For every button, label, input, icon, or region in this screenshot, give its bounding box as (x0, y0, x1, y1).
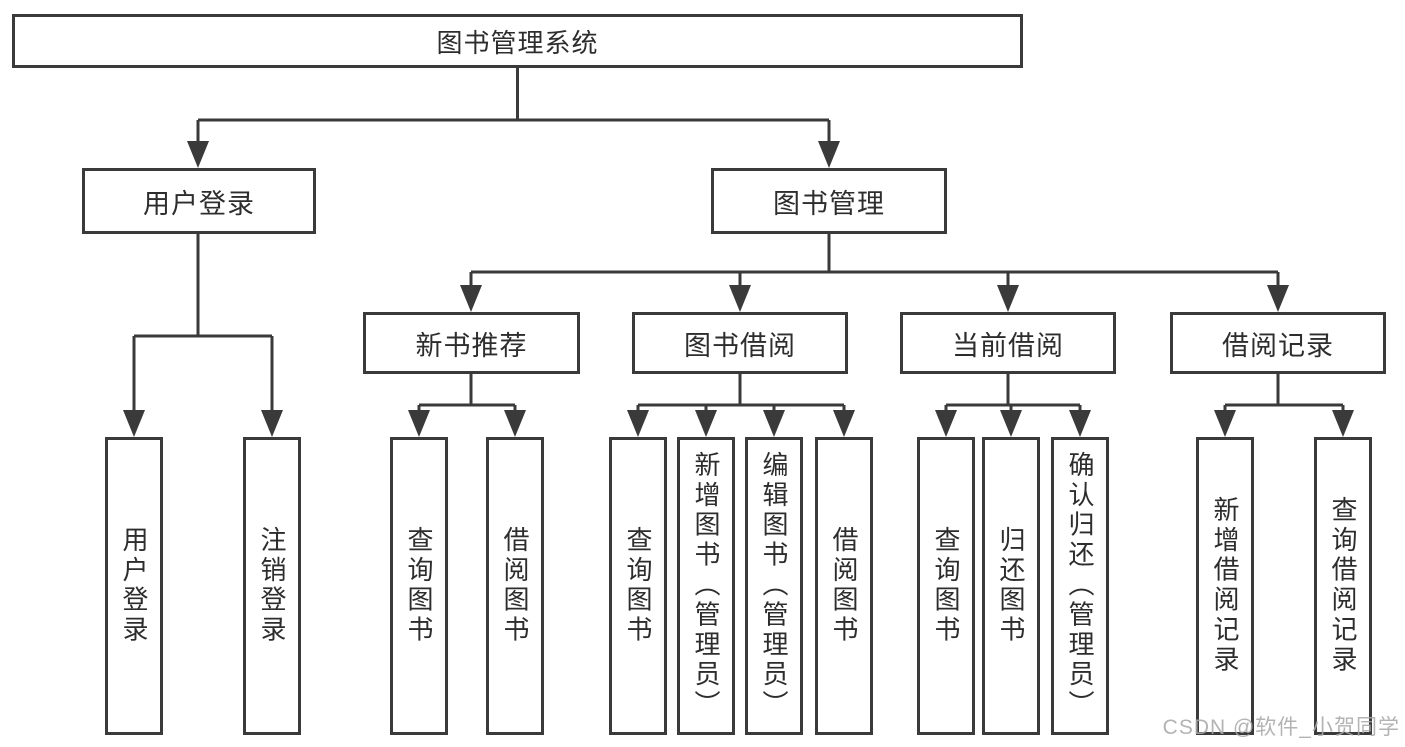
node-current-borrowing: 当前借阅 (900, 312, 1116, 374)
node-book-borrowing: 图书借阅 (632, 312, 848, 374)
leaf-records-query-record: 查询借阅记录 (1314, 437, 1372, 735)
leaf-newbook-borrow-books: 借阅图书 (486, 437, 544, 735)
leaf-newbook-query-books: 查询图书 (390, 437, 448, 735)
leaf-current-query-books: 查询图书 (917, 437, 975, 735)
leaf-current-confirm-return-admin: 确认归还（管理员） (1051, 437, 1109, 735)
csdn-watermark: CSDN @软件_小贺同学 (1162, 716, 1400, 739)
leaf-records-add-record: 新增借阅记录 (1196, 437, 1254, 735)
leaf-logout: 注销登录 (243, 437, 301, 735)
node-new-book-recommend: 新书推荐 (363, 312, 580, 374)
leaf-current-return-books: 归还图书 (982, 437, 1040, 735)
leaf-user-login: 用户登录 (105, 437, 163, 735)
leaf-borrow-add-books-admin: 新增图书（管理员） (677, 437, 735, 735)
node-book-management-module: 图书管理 (711, 168, 947, 234)
node-root-system: 图书管理系统 (12, 14, 1023, 68)
leaf-borrow-borrow-books: 借阅图书 (815, 437, 873, 735)
node-borrowing-records: 借阅记录 (1170, 312, 1386, 374)
node-user-login-module: 用户登录 (82, 168, 316, 234)
leaf-borrow-query-books: 查询图书 (609, 437, 667, 735)
leaf-borrow-edit-books-admin: 编辑图书（管理员） (745, 437, 803, 735)
